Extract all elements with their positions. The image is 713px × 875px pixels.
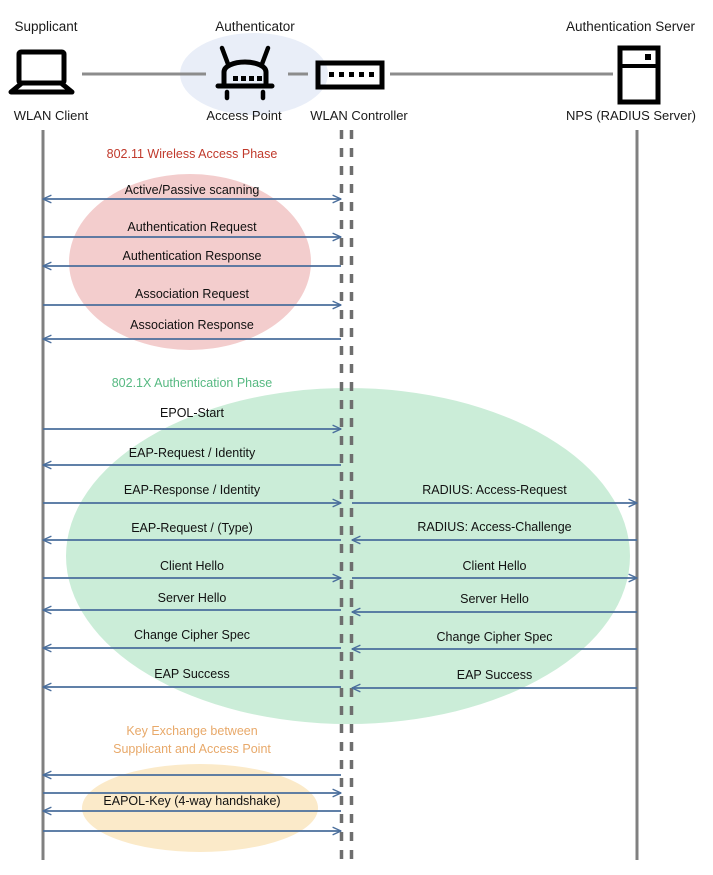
msg-label-authentication-response: Authentication Response [122, 249, 262, 263]
phase-label-8021x: 802.1X Authentication Phase [111, 376, 273, 390]
node-role-supplicant: Supplicant [14, 19, 78, 34]
msg-label-eapol-key-handshake: EAPOL-Key (4-way handshake) [103, 794, 281, 808]
phase-key-ellipse [82, 764, 318, 852]
msg-label-server-hello-left: Server Hello [157, 591, 227, 605]
msg-label-association-response: Association Response [130, 318, 254, 332]
right-arrow-group [352, 503, 637, 688]
node-role-authenticator: Authenticator [215, 19, 295, 34]
msg-label-association-request: Association Request [135, 287, 249, 301]
msg-label-radius-access-request: RADIUS: Access-Request [422, 483, 567, 497]
msg-label-eap-request-type: EAP-Request / (Type) [131, 521, 253, 535]
laptop-icon [8, 49, 75, 95]
wireless-router-icon [215, 45, 275, 101]
msg-label-change-cipher-spec-right: Change Cipher Spec [436, 630, 553, 644]
server-tower-icon [617, 45, 661, 105]
phase-label-key-exchange-line2: Supplicant and Access Point [113, 742, 271, 756]
msg-label-eap-response-identity: EAP-Response / Identity [123, 483, 261, 497]
msg-label-change-cipher-spec-left: Change Cipher Spec [133, 628, 251, 642]
node-role-auth-server: Authentication Server [565, 19, 696, 34]
network-switch-icon [315, 60, 385, 90]
msg-label-epol-start: EPOL-Start [160, 406, 224, 420]
msg-label-eap-success-right: EAP Success [456, 668, 533, 682]
node-device-wlan-controller: WLAN Controller [310, 108, 408, 123]
phase-label-80211: 802.11 Wireless Access Phase [106, 147, 278, 161]
msg-label-client-hello-right: Client Hello [462, 559, 527, 573]
msg-label-authentication-request: Authentication Request [127, 220, 257, 234]
msg-label-server-hello-right: Server Hello [460, 592, 529, 606]
msg-label-eap-success-left: EAP Success [154, 667, 230, 681]
phase-label-key-exchange-line1: Key Exchange between [126, 724, 258, 738]
msg-label-radius-access-challenge: RADIUS: Access-Challenge [417, 520, 572, 534]
phase-80211-ellipse [69, 174, 311, 350]
msg-label-client-hello-left: Client Hello [160, 559, 224, 573]
left-arrow-group [43, 199, 341, 831]
msg-label-active-passive-scanning: Active/Passive scanning [124, 183, 260, 197]
node-device-access-point: Access Point [206, 108, 282, 123]
node-device-nps-radius-server: NPS (RADIUS Server) [565, 108, 697, 123]
msg-label-eap-request-identity: EAP-Request / Identity [128, 446, 256, 460]
node-device-wlan-client: WLAN Client [13, 108, 89, 123]
authenticator-group-ellipse [180, 33, 328, 115]
phase-8021x-ellipse [66, 388, 630, 724]
